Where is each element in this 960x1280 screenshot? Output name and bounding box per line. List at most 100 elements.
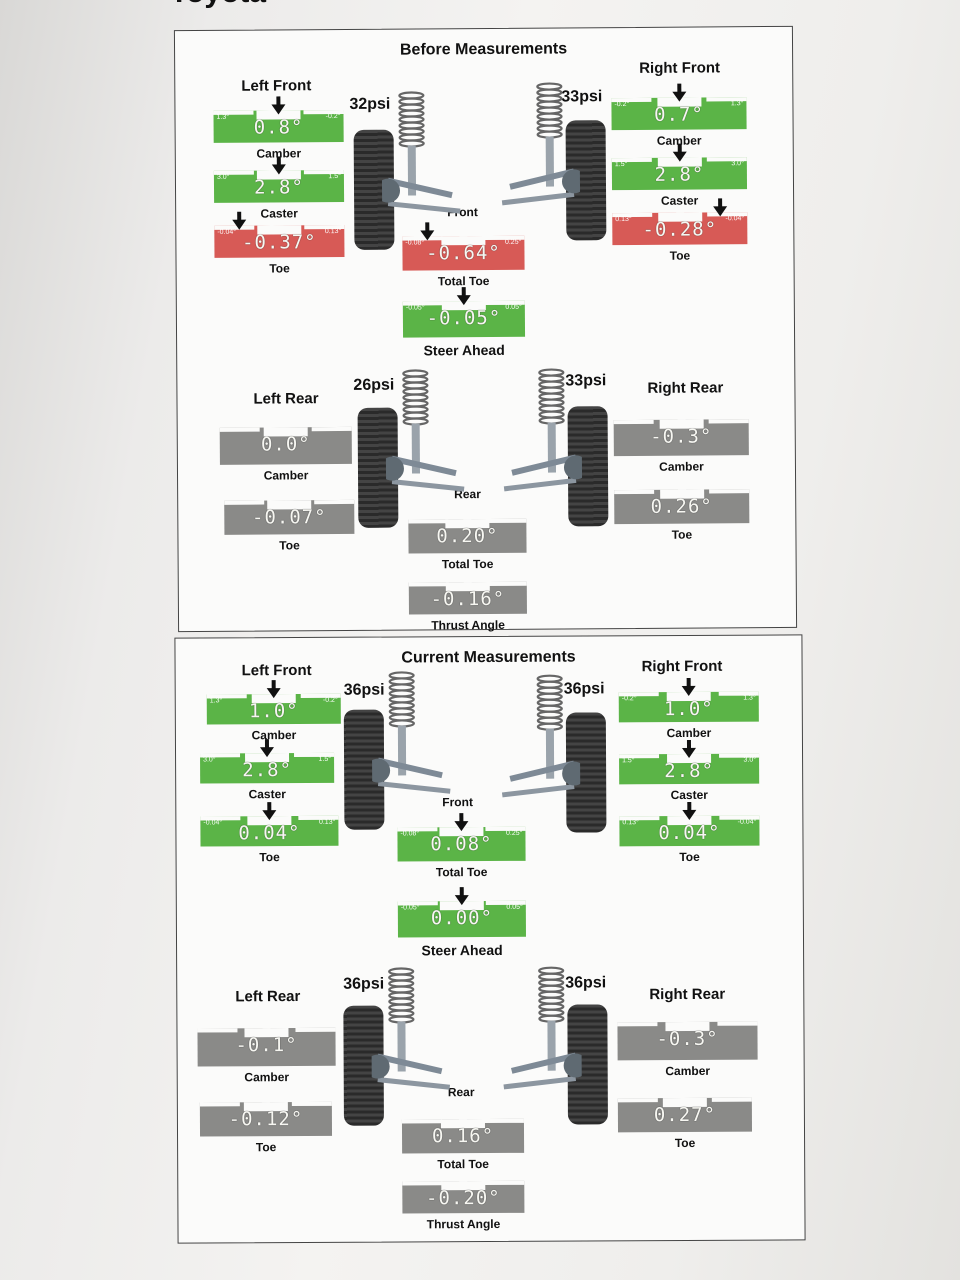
- gauge-total-toe-front: -0.08°0.25°-0.64°Total Toe: [402, 230, 525, 288]
- indicator-arrow-icon: [271, 164, 286, 175]
- indicator-arrow-icon: [672, 151, 687, 162]
- gauge-caption: Caster: [670, 787, 708, 803]
- gauge-value: 2.8°: [654, 163, 705, 186]
- suspension-strut-rf: [501, 674, 581, 798]
- gauge-value: 0.7°: [654, 103, 704, 126]
- gauge-rr-toe: 0.26°Toe: [614, 489, 750, 542]
- gauge-rr-toe: 0.27°Toe: [617, 1097, 753, 1151]
- gauge-lf-camber: 1.3°-0.2°0.8°Camber: [213, 104, 344, 161]
- indicator-arrow-icon: [259, 747, 275, 758]
- gauge-lf-camber: 1.3°-0.2°1.0°Camber: [206, 688, 341, 743]
- indicator-arrow-icon: [454, 821, 469, 832]
- gauge-value: 0.00°: [430, 906, 494, 930]
- gauge-caption: Toe: [255, 1140, 277, 1155]
- gauge-rr-camber: -0.3° Camber: [613, 419, 749, 474]
- indicator-arrow-icon: [232, 219, 247, 230]
- gauge-rf-toe: 0.13°-0.04°0.04°Toe: [619, 809, 760, 864]
- gauge-value: -0.1°: [235, 1034, 298, 1057]
- gauge-value: 0.26°: [650, 495, 713, 518]
- gauge-caption: Camber: [665, 1063, 711, 1079]
- suspension-strut-rr: [503, 966, 582, 1090]
- gauge-lr-camber: 0.0° Camber: [219, 426, 352, 483]
- gauge-lf-caster: 3.0°1.5°2.8°Caster: [213, 164, 345, 221]
- gauge-thrust-angle: -0.16° Thrust Angle: [408, 581, 527, 633]
- gauge-caption: Total Toe: [437, 1157, 489, 1172]
- gauge-caption: Caster: [260, 206, 298, 221]
- panel-title: Before Measurements: [399, 40, 568, 59]
- gauge-value: 1.0°: [663, 697, 714, 721]
- gauge-caption: Camber: [659, 459, 704, 474]
- gauge-value: -0.28°: [642, 218, 718, 241]
- gauge-value: 2.8°: [254, 176, 304, 199]
- gauge-caption: Toe: [674, 1135, 696, 1151]
- gauge-caption: Total Toe: [441, 556, 494, 572]
- gauge-caption: Camber: [263, 468, 309, 483]
- gauge-value: 0.04°: [238, 821, 301, 845]
- indicator-arrow-icon: [681, 685, 696, 696]
- right-front-label: Right Front: [639, 59, 721, 77]
- gauge-rf-camber: -0.2°1.3°0.7°Camber: [611, 91, 747, 148]
- gauge-total-toe-rear: 0.20° Total Toe: [408, 518, 527, 572]
- gauge-value: 0.16°: [431, 1124, 495, 1148]
- indicator-arrow-icon: [266, 688, 281, 699]
- indicator-arrow-icon: [454, 895, 469, 906]
- suspension-strut-lf: [371, 671, 451, 794]
- gauge-caption: Total Toe: [435, 865, 488, 880]
- gauge-lr-toe: -0.07°Toe: [224, 499, 355, 552]
- gauge-value: -0.07°: [251, 506, 327, 529]
- gauge-total-toe-front: -0.08°0.25°0.08°Total Toe: [397, 821, 526, 880]
- gauge-value: 0.0°: [260, 433, 311, 456]
- gauge-rf-caster: 1.5°3.0°2.8°Caster: [611, 151, 748, 208]
- suspension-strut-lr: [371, 967, 451, 1090]
- gauge-value: 0.04°: [658, 821, 721, 845]
- indicator-arrow-icon: [682, 809, 697, 820]
- gauge-thrust-angle: -0.20° Thrust Angle: [402, 1180, 525, 1232]
- gauge-value: -0.64°: [426, 241, 501, 265]
- gauge-caption: Camber: [666, 725, 712, 741]
- suspension-strut-lf: [381, 91, 461, 214]
- gauge-lf-toe: -0.04°0.13°0.04°Toe: [200, 810, 339, 865]
- gauge-value: -0.12°: [228, 1107, 304, 1131]
- suspension-strut-lr: [385, 369, 465, 492]
- gauge-lr-camber: -0.1° Camber: [197, 1027, 336, 1085]
- gauge-value: -0.05°: [426, 306, 502, 330]
- indicator-arrow-icon: [262, 810, 277, 821]
- gauge-value: 0.20°: [436, 524, 499, 548]
- gauge-caption: Toe: [259, 850, 280, 865]
- indicator-arrow-icon: [713, 206, 728, 217]
- indicator-arrow-icon: [456, 295, 471, 306]
- gauge-caption: Thrust Angle: [431, 617, 505, 633]
- gauge-value: -0.3°: [650, 425, 713, 448]
- left-rear-label: Left Rear: [235, 987, 301, 1006]
- gauge-caption: Toe: [269, 261, 290, 276]
- right-rear-label: Right Rear: [647, 379, 724, 397]
- indicator-arrow-icon: [671, 91, 686, 102]
- gauge-caption: Camber: [251, 728, 297, 743]
- gauge-value: 1.0°: [248, 699, 299, 723]
- gauge-rf-caster: 1.5°3.0°2.8°Caster: [619, 747, 760, 803]
- gauge-value: -0.16°: [430, 587, 506, 611]
- gauge-caption: Steer Ahead: [421, 941, 503, 959]
- gauge-value: -0.20°: [425, 1186, 501, 1210]
- indicator-arrow-icon: [420, 230, 435, 241]
- gauge-value: 2.8°: [664, 759, 715, 783]
- gauge-steer-ahead: -0.05°0.05°-0.05°Steer Ahead: [402, 295, 526, 358]
- suspension-strut-rf: [501, 82, 581, 206]
- gauge-rf-camber: -0.2°1.3°1.0°Camber: [618, 685, 759, 741]
- gauge-rr-camber: -0.3° Camber: [617, 1021, 758, 1079]
- left-front-label: Left Front: [241, 661, 312, 680]
- gauge-value: -0.3°: [656, 1027, 719, 1051]
- indicator-arrow-icon: [271, 104, 286, 115]
- gauge-caption: Camber: [244, 1070, 290, 1085]
- gauge-value: 0.08°: [430, 832, 493, 856]
- gauge-rf-toe: 0.13°-0.04°-0.28°Toe: [612, 206, 748, 263]
- gauge-value: 2.8°: [242, 759, 293, 782]
- gauge-caption: Thrust Angle: [426, 1216, 501, 1232]
- gauge-steer-ahead: -0.05°0.05°0.00°Steer Ahead: [397, 895, 526, 958]
- gauge-lf-caster: 3.0°1.5°2.8°Caster: [200, 747, 335, 802]
- gauge-caption: Caster: [248, 787, 286, 802]
- suspension-strut-rr: [503, 368, 583, 492]
- right-rear-label: Right Rear: [649, 985, 726, 1004]
